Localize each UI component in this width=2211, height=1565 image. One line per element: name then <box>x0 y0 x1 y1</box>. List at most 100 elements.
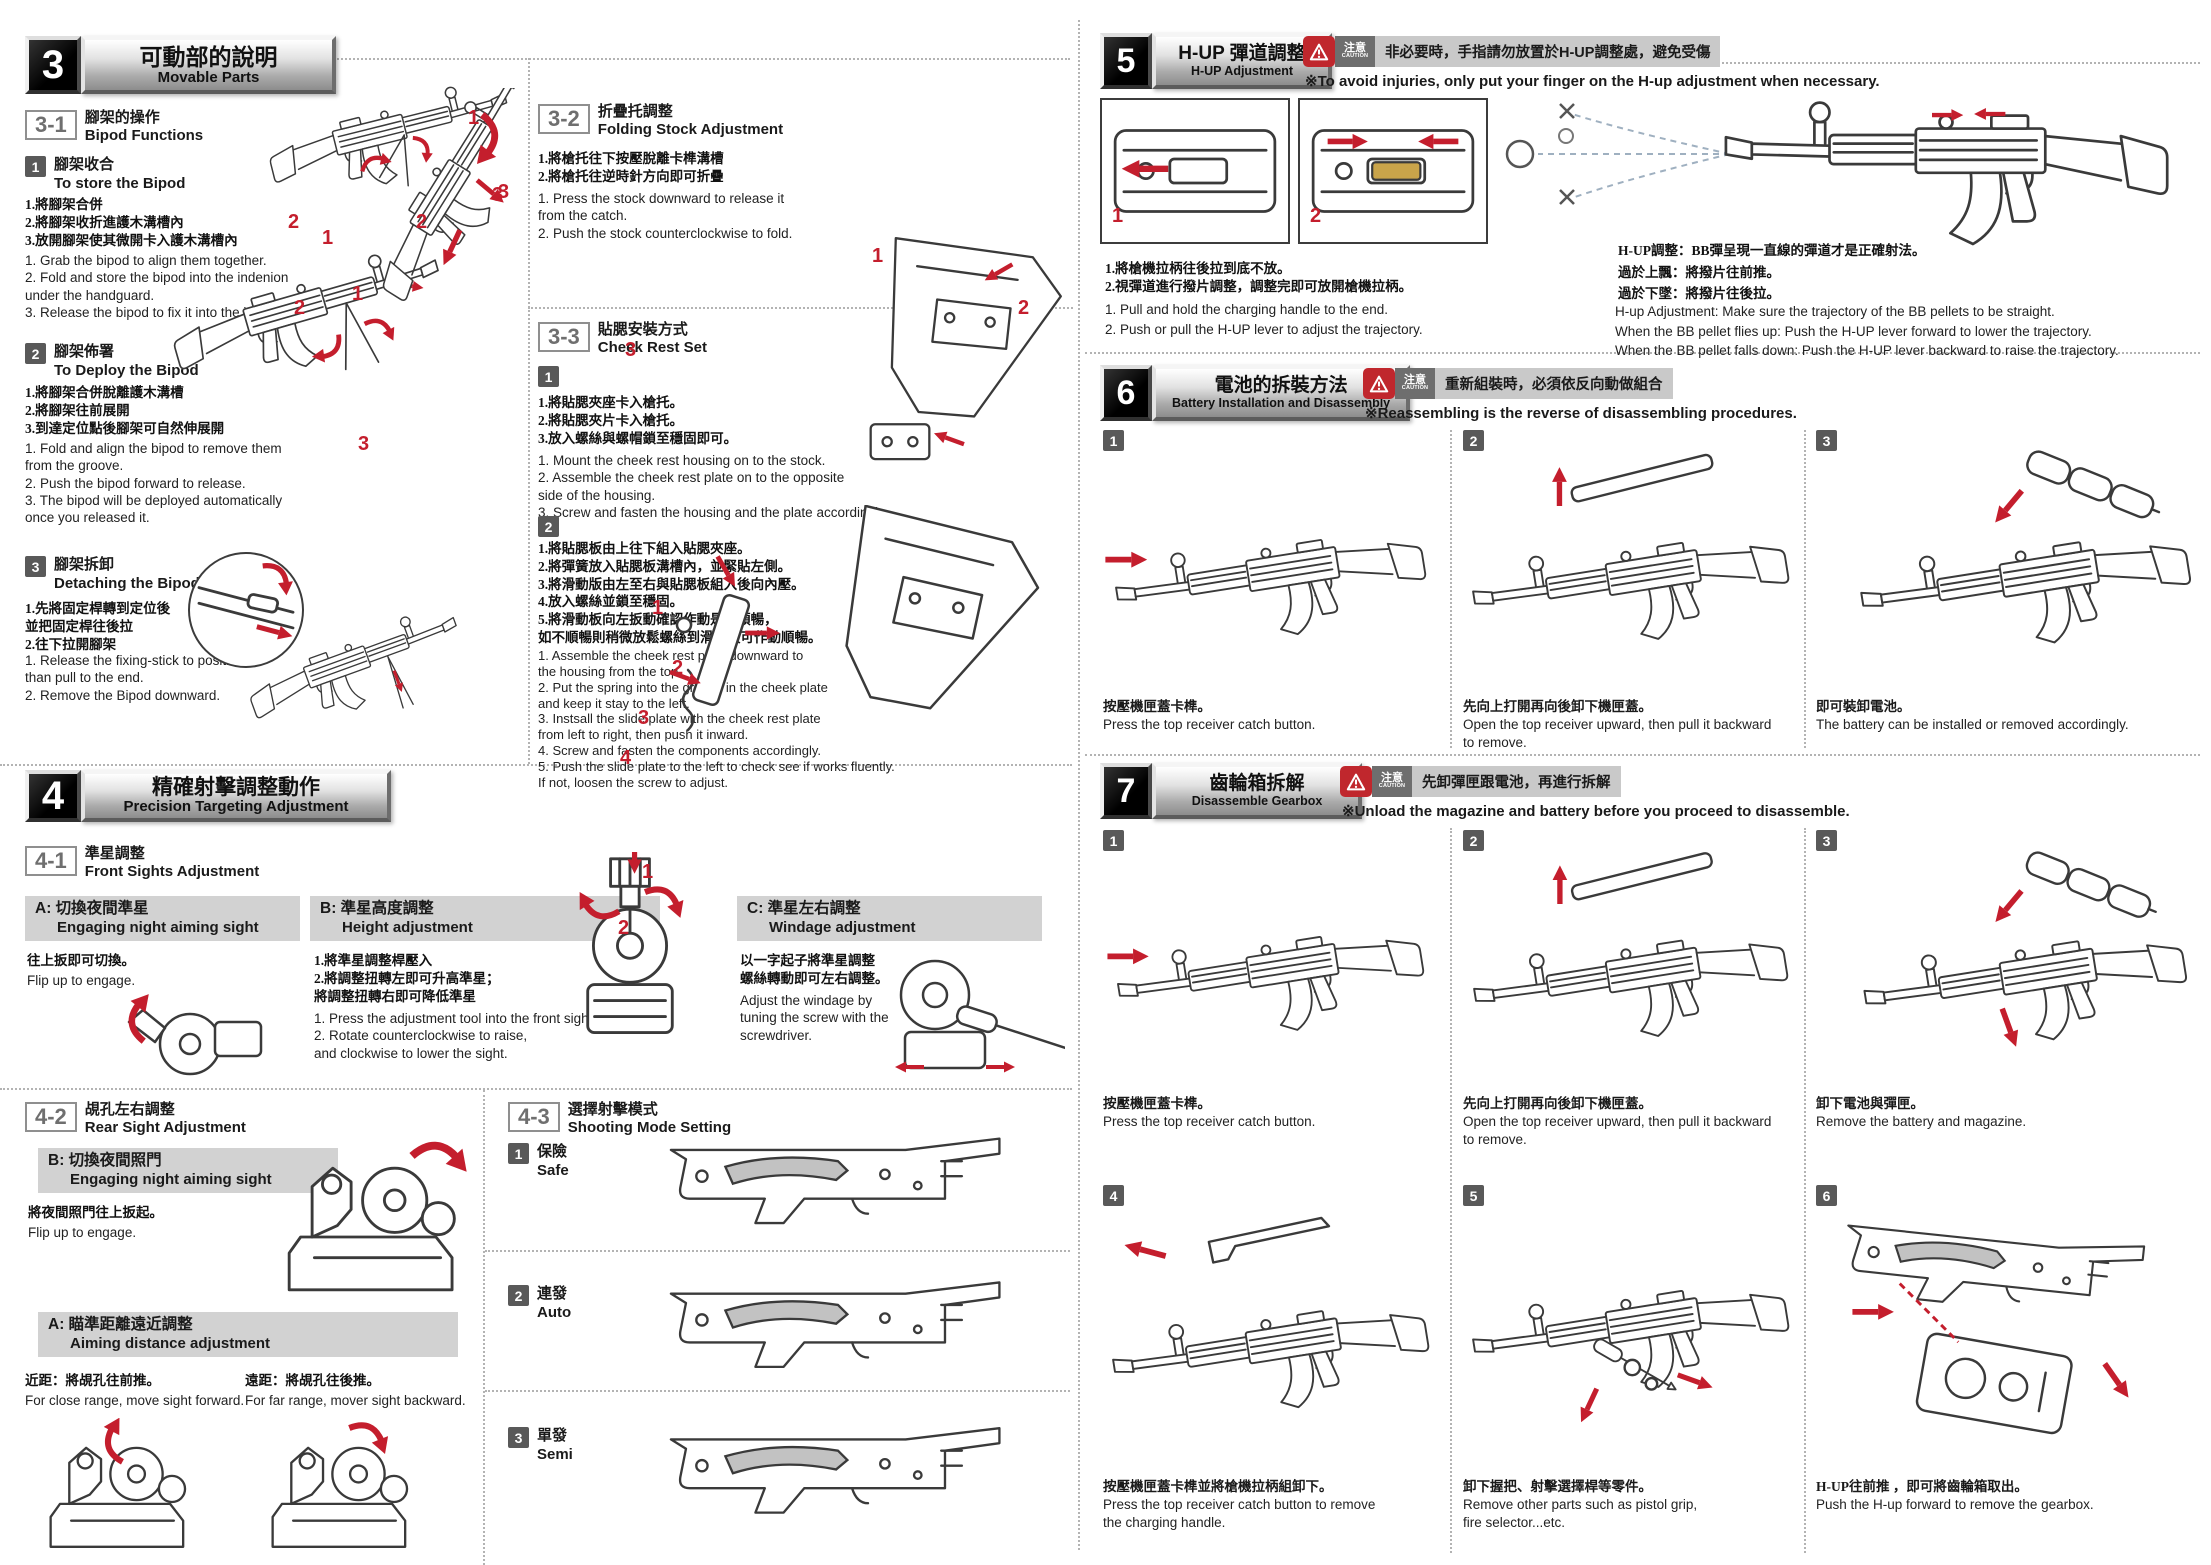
cheek-rest-block1-badge: 1 <box>538 366 559 387</box>
gearbox-step2-caption-en: Open the top receiver upward, then pull … <box>1463 1114 1772 1147</box>
charging-handle-frame-illustration <box>1100 98 1290 244</box>
caution-icon <box>1303 36 1335 67</box>
section-5-number: 5 <box>1100 33 1152 89</box>
gearbox-step3-caption-zh: 卸下電池與彈匣。 <box>1816 1096 1924 1111</box>
battery-step2-caption-zh: 先向上打開再向後卸下機匣蓋。 <box>1463 699 1652 714</box>
figure-number: 3 <box>638 707 650 729</box>
caution-message-zh: 非必要時，手指請勿放置於H-UP調整處，避免受傷 <box>1375 36 1721 67</box>
subsection-3-2-title-en: Folding Stock Adjustment <box>597 121 784 138</box>
caution-icon <box>1340 766 1372 797</box>
battery-step1-caption-en: Press the top receiver catch button. <box>1103 717 1316 732</box>
fixing-stick-inset-illustration <box>188 552 304 668</box>
section-5-title-zh: H-UP 彈道調整 <box>1178 43 1306 65</box>
detach-bipod-steps-en: 1. Release the fixing-stick to position … <box>25 653 244 703</box>
store-bipod-illustration <box>241 33 537 263</box>
mode-label-en: Auto <box>537 1303 572 1321</box>
aiming-far-zh: 遠距：將覘孔往後推。 <box>245 1373 380 1388</box>
battery-step3-caption-en: The battery can be installed or removed … <box>1816 717 2129 732</box>
section-6-number: 6 <box>1100 365 1152 421</box>
hup-note-en: H-up Adjustment: Make sure the trajector… <box>1615 304 2119 359</box>
gearbox-step4-caption-zh: 按壓機匣蓋卡榫並將槍機拉柄組卸下。 <box>1103 1479 1333 1494</box>
rear-sight-flip-illustration <box>280 1130 475 1305</box>
block-title-en: To store the Bipod <box>54 174 186 192</box>
cheek-rest-block1-steps-en: 1. Mount the cheek rest housing on to th… <box>538 453 888 520</box>
figure-number: 1 <box>1112 205 1124 227</box>
subsection-3-2-header: 3-2 折疊托調整 Folding Stock Adjustment <box>538 100 783 138</box>
gearbox-step5-caption-zh: 卸下握把、射擊選擇桿等零件。 <box>1463 1479 1652 1494</box>
rear-sight-b-bar: B: 切換夜間照門 Engaging night aiming sight <box>38 1148 338 1193</box>
caution-label-en: CAUTION <box>1341 53 1369 60</box>
section-5-title-en: H-UP Adjustment <box>1190 63 1294 78</box>
bar-title-zh: B: 切換夜間照門 <box>48 1152 162 1169</box>
gearbox-step2-illustration <box>1455 852 1800 1090</box>
subsection-4-2-title-zh: 覘孔左右調整 <box>84 1101 175 1118</box>
divider <box>1085 754 2200 756</box>
bar-title-en: Windage adjustment <box>769 918 916 936</box>
section-7-number: 7 <box>1100 763 1152 819</box>
bar-title-en: Height adjustment <box>342 918 473 936</box>
section-6-header: 6 電池的拆裝方法 Battery Installation and Disas… <box>1100 365 1411 421</box>
subsection-3-2-title-zh: 折疊托調整 <box>597 103 673 120</box>
divider <box>528 307 1073 309</box>
step-number: 3 <box>1816 430 1837 451</box>
front-sight-a-bar: A: 切換夜間準星 Engaging night aiming sight <box>25 896 300 941</box>
mode-label-zh: 連發 <box>537 1285 568 1302</box>
section-6-caution-en: ※Reassembling is the reverse of disassem… <box>1365 405 1797 422</box>
divider <box>485 1250 1070 1252</box>
caution-label-zh: 注意 <box>1404 374 1426 387</box>
subsection-3-1-title-en: Bipod Functions <box>84 127 204 144</box>
mode-label-en: Semi <box>537 1445 573 1463</box>
subsection-4-1-header: 4-1 準星調整 Front Sights Adjustment <box>25 842 259 880</box>
divider <box>1450 430 1452 748</box>
aiming-near-zh: 近距：將覘孔往前推。 <box>25 1373 160 1388</box>
section-4-header: 4 精確射擊調整動作 Precision Targeting Adjustmen… <box>25 770 391 822</box>
divider <box>0 1088 1072 1090</box>
subsection-4-1-title-zh: 準星調整 <box>84 845 145 862</box>
cheek-rest-block1-steps-zh: 1.將貼腮夾座卡入槍托。 2.將貼腮夾片卡入槍托。 3.放入螺絲與螺帽鎖至穩固即… <box>538 395 738 446</box>
gearbox-step1-illustration <box>1095 858 1440 1090</box>
divider <box>1610 62 2200 64</box>
subsection-3-3-header: 3-3 貼腮安裝方式 Cheek Rest Set <box>538 318 707 356</box>
subsection-3-3-label: 3-3 <box>538 321 590 353</box>
battery-step1-caption-zh: 按壓機匣蓋卡榫。 <box>1103 699 1211 714</box>
figure-number: 2 <box>1310 205 1322 227</box>
section-3-title-en: Movable Parts <box>157 68 260 86</box>
divider <box>1085 352 2200 354</box>
windage-zh: 以一字起子將準星調整 螺絲轉動即可左右調整。 <box>740 953 889 986</box>
gearbox-step6-caption-zh: H-UP往前推 ，即可將齒輪箱取出。 <box>1816 1479 2028 1494</box>
gearbox-step1-caption-zh: 按壓機匣蓋卡榫。 <box>1103 1096 1211 1111</box>
divider <box>1804 430 1806 748</box>
hup-lever-frame-illustration <box>1298 98 1488 244</box>
rear-sight-b-zh: 將夜間照門往上扳起。 <box>28 1205 163 1220</box>
block-number-badge: 2 <box>538 516 559 537</box>
front-sight-c-bar: C: 準星左右調整 Windage adjustment <box>737 896 1042 941</box>
battery-step1-illustration <box>1095 460 1440 695</box>
section-7-caution-en: ※Unload the magazine and battery before … <box>1342 803 1850 820</box>
section-7-caution: 注意 CAUTION 先卸彈匣跟電池，再進行拆解 <box>1340 766 1621 797</box>
front-sight-a-en: Flip up to engage. <box>27 973 136 988</box>
battery-step2-illustration <box>1455 452 1800 695</box>
figure-number: 3 <box>492 184 504 206</box>
aiming-near-en: For close range, move sight forward. <box>25 1393 245 1408</box>
front-sight-b-zh: 1.將準星調整桿壓入 2.將調整扭轉左即可升高準星； 將調整扭轉右即可降低準星 <box>314 953 500 1004</box>
gearbox-step3-illustration <box>1812 842 2202 1090</box>
mode-number-badge: 3 <box>508 1427 529 1448</box>
trajectory-diagram <box>1480 92 1735 217</box>
figure-number: 2 <box>294 297 306 319</box>
divider <box>1450 828 1452 1553</box>
mode-label-en: Safe <box>537 1161 569 1179</box>
mode-number-badge: 2 <box>508 1285 529 1306</box>
subsection-3-3-title-zh: 貼腮安裝方式 <box>597 321 688 338</box>
section-5-header: 5 H-UP 彈道調整 H-UP Adjustment <box>1100 33 1332 89</box>
section-7-title-en: Disassemble Gearbox <box>1191 793 1323 808</box>
page-gutter-divider <box>1078 20 1080 1550</box>
section-5-caution: 注意 CAUTION 非必要時，手指請勿放置於H-UP調整處，避免受傷 <box>1303 36 1721 67</box>
divider <box>290 58 1070 60</box>
gearbox-step5-caption-en: Remove other parts such as pistol grip, … <box>1463 1497 1698 1530</box>
mode-label-zh: 單發 <box>537 1427 568 1444</box>
folding-stock-steps-zh: 1.將槍托往下按壓脫離卡榫溝槽 2.將槍托往逆時針方向即可折疊 <box>538 151 724 184</box>
hup-note-zh: H-UP調整：BB彈呈現一直線的彈道才是正確射法。 過於上飄：將撥片往前推。 過… <box>1618 243 1926 302</box>
section-3-header: 3 可動部的說明 Movable Parts <box>25 36 336 94</box>
figure-number: 2 <box>288 211 300 233</box>
night-sight-flip-illustration <box>95 992 285 1084</box>
